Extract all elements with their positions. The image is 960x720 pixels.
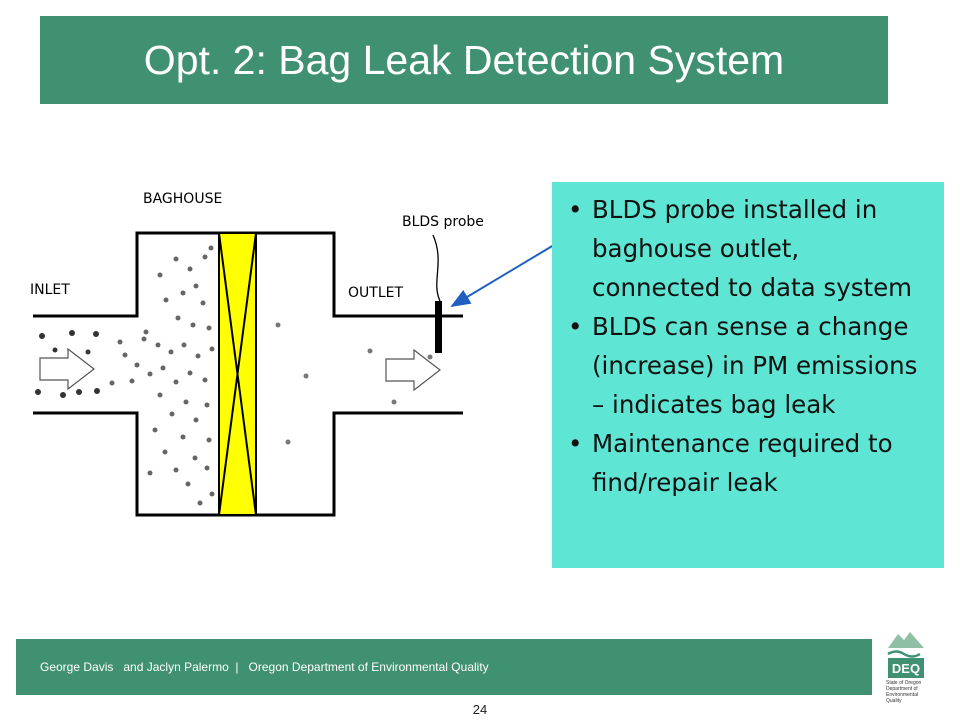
deq-logo: DEQ State of Oregon Department of Enviro… [886,632,924,704]
wave-icon [887,650,921,658]
probe-cable [432,234,441,302]
baghouse-label: BAGHOUSE [143,191,222,207]
bullet-item: BLDS can sense a change (increase) in PM… [562,307,934,424]
bullet-box: BLDS probe installed in baghouse outlet,… [552,182,944,568]
bullet-list: BLDS probe installed in baghouse outlet,… [562,190,934,502]
footer-bar: George Davis and Jaclyn Palermo | Oregon… [16,639,872,695]
bullet-item: Maintenance required to find/repair leak [562,424,934,502]
inlet-flow-arrow [39,347,95,391]
filter-bag-cross [218,232,257,516]
particles-outlet [275,322,433,445]
title-bar: Opt. 2: Bag Leak Detection System [40,16,888,104]
particles-inlet [35,330,100,398]
bullet-item: BLDS probe installed in baghouse outlet,… [562,190,934,307]
deq-logo-abbr: DEQ [892,661,920,676]
particles-baghouse [109,245,215,506]
outlet-label: OUTLET [348,285,403,301]
deq-logo-box [888,658,924,678]
probe-label: BLDS probe [402,214,484,230]
blds-probe [435,301,442,353]
slide-title: Opt. 2: Bag Leak Detection System [143,36,785,83]
mountain-icon [888,632,924,648]
inlet-label: INLET [30,282,70,298]
deq-logo-caption: State of Oregon Department of Environmen… [886,680,922,704]
page-number: 24 [472,702,488,717]
footer-text: George Davis and Jaclyn Palermo | Oregon… [40,660,489,674]
outlet-flow-arrow [385,348,441,392]
